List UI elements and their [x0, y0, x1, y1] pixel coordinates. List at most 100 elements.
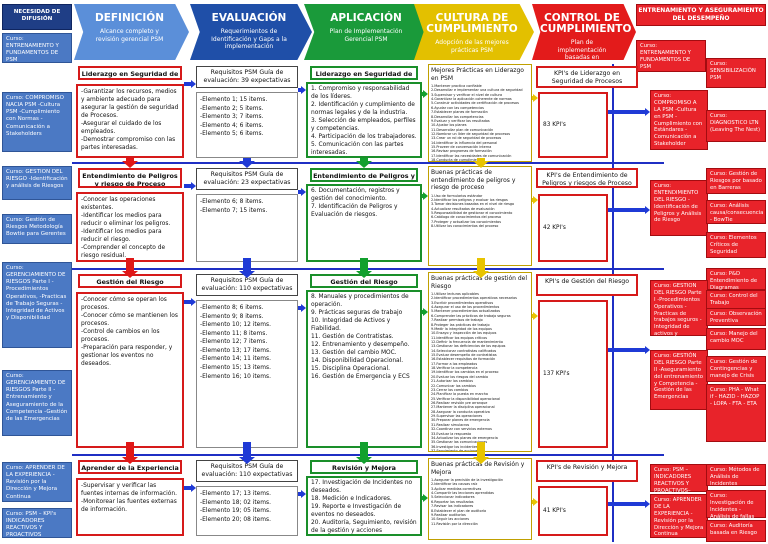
evaluation-item: -Elemento 10; 12 items. — [200, 322, 271, 329]
culture-item: 1.Asegurar la precisión de la investigac… — [431, 478, 504, 482]
left-header: NECESIDAD DE DIFUSIÓN — [2, 4, 72, 30]
control-title: KPI's de Gestión del Riesgo — [536, 274, 638, 296]
left-course-card: Curso: GERENCIAMIENTO DE RIESGOS Parte I… — [2, 262, 72, 348]
phase-title: CULTURA DE CUMPLIMIENTO — [426, 12, 518, 36]
culture-item: 21.Autorizar los cambios — [431, 379, 473, 384]
phase-subtitle: Plan de implementación basadas en Inspec… — [557, 39, 607, 62]
culture-item: 3.Tomar decisiones basadas en el nivel d… — [431, 202, 515, 207]
evaluation-item: -Elemento 4; 6 items. — [200, 122, 264, 129]
application-item: 19. Reporte e Investigación de eventos n… — [311, 503, 402, 518]
culture-item: 1.Utilizar lecturas aplicables — [431, 292, 479, 296]
right-course-card: Curso: Investigación de Incidentes - Aná… — [706, 490, 766, 527]
culture-item: 11.Revisión por la dirección — [431, 521, 478, 526]
culture-item: 20.Evaluar los riesgos del cambio — [431, 374, 489, 379]
culture-item: 14.Seleccionar contratistas calificados — [431, 348, 497, 353]
culture-item: 18.Verificar la competencia — [431, 366, 478, 371]
application-item: 12. Entrenamiento y desempeño. — [311, 341, 410, 348]
definition-item: -Conocer cómo se mantienen los procesos. — [81, 312, 178, 327]
phase-title: EVALUACIÓN — [211, 12, 287, 24]
left-course-card: Curso: COMPROMISO NACIA PSM -Cultura PSM… — [2, 92, 72, 152]
culture-list: 1.Asegurar la precisión de la investigac… — [431, 478, 529, 526]
row-separator-line — [72, 162, 664, 164]
culture-item: 1.Mantener practica confiable — [431, 84, 482, 88]
culture-item: 36.Investigar los incidentes — [431, 444, 478, 449]
definition-item: -Asegurar el cuidado de los empleados. — [81, 120, 162, 135]
application-item: 3. Selección de empleados, perfiles y co… — [311, 117, 416, 132]
evaluation-item: -Elemento 17; 13 items. — [200, 491, 271, 497]
culture-item: 5.Seleccionar indicadores — [431, 495, 475, 500]
application-item: 16. Gestión de Emergencia y ECS — [311, 373, 410, 380]
left-course-card: Curso: Gestión de Riesgos Metodología Bo… — [2, 214, 72, 244]
flow-arrow-right — [608, 500, 650, 508]
application-item: 20. Auditoría, Seguimiento, revisión de … — [311, 519, 417, 534]
left-course-card: Curso: GERENCIAMIENTO DE RIESGOS Parte I… — [2, 370, 72, 436]
right-course-card: Curso: Manejo del cambio MOC — [706, 328, 766, 350]
evaluation-item: -Elemento 9; 8 items. — [200, 313, 264, 320]
culture-item: 23.Cerrar los cambios — [431, 387, 469, 392]
culture-item: 2.Identificar procedimientos operativos … — [431, 296, 517, 301]
right-course-card: Curso: GESTIÓN DEL RIESGO Parte II -Aseg… — [650, 350, 708, 410]
application-item: 7. Identificación de Peligros y Evaluaci… — [311, 203, 398, 218]
application-item: 4. Participación de los trabajadores. — [311, 133, 417, 140]
application-item: 13. Gestión del cambio MOC. — [311, 349, 397, 356]
culture-item: 24.Planificar la puesta en marcha — [431, 392, 488, 397]
evaluation-item: -Elemento 19; 05 items. — [200, 508, 271, 515]
definition-item: -Garantizar los recursos, medios y ambie… — [81, 89, 179, 119]
flow-arrow-right — [298, 304, 306, 312]
culture-item: 8.Utilizar los conocimientos del proceso — [431, 224, 499, 229]
vertical-guide — [612, 64, 614, 542]
culture-item: 9.Realizar auditorías — [431, 512, 466, 517]
culture-item: 8.Establecer el plan de auditoría — [431, 508, 487, 513]
definition-body: -Garantizar los recursos, medios y ambie… — [76, 84, 184, 158]
application-item: 2. Identificación y cumplimiento de norm… — [311, 101, 415, 116]
culture-item: 22.Comunicar los cambios — [431, 383, 476, 388]
application-body: 1. Compromiso y responsabilidad de los l… — [306, 82, 422, 158]
evaluation-title: Requisitos PSM Guía de evaluación: 23 ex… — [196, 168, 298, 190]
evaluation-item: -Elemento 18; 02 items. — [200, 499, 271, 506]
application-title: Revisión y Mejora — [310, 460, 418, 474]
left-course-card: Curso: ENTRENAMIENTO Y FUNDAMENTOS DE PS… — [2, 33, 72, 63]
culture-item: 3.Aplicar medidas correctivas — [431, 486, 482, 491]
culture-item: 7.Proteger y actualizar los conocimiento… — [431, 219, 502, 224]
application-item: 17. Investigación de Incidentes no desea… — [311, 480, 413, 494]
right-course-card: Curso: Análisis causa/consecuencia - Bow… — [706, 200, 766, 224]
control-body: 41 KPI's — [538, 486, 608, 536]
evaluation-list: -Elemento 6; 8 items.-Elemento 7; 15 ite… — [200, 198, 294, 215]
culture-item: 18.Conducta de cumplimiento — [431, 158, 483, 162]
culture-item: 8.Proteger las prácticas de trabajo — [431, 322, 490, 327]
culture-item: 17.Identificar las necesidades de comuni… — [431, 153, 512, 158]
left-course-card: Curso: GESTION DEL RIESGO -Identificació… — [2, 166, 72, 200]
culture-item: 15.Proveer de conversación interna — [431, 145, 492, 150]
control-body: 137 KPI's — [538, 300, 608, 448]
evaluation-title: Requisitos PSM Guía de evaluación: 110 e… — [196, 460, 298, 482]
culture-item: 5.Mantener procedimientos actualizados — [431, 309, 501, 314]
control-title: KPI's de Liderazgo en Seguridad de Proce… — [536, 66, 638, 88]
right-course-card: Curso: P&D Entendimiento de Diagramas — [706, 268, 766, 291]
application-item: 5. Comunicación con las partes interesad… — [311, 141, 404, 156]
evaluation-item: -Elemento 1; 15 items. — [200, 97, 268, 103]
evaluation-item: -Elemento 2; 5 items. — [200, 105, 264, 112]
application-title: Gestión del Riesgo — [310, 274, 418, 288]
right-course-card: Curso: PHA - What if - HAZID - HAZOP - L… — [706, 384, 766, 442]
application-item: 14. Disponibilidad Operacional. — [311, 357, 404, 364]
application-item: 10. Integridad de Activos y Fiabilidad. — [311, 317, 391, 332]
culture-item: 32.Coordinar con servicios externos — [431, 427, 492, 432]
evaluation-item: -Elemento 20; 08 items. — [200, 516, 271, 523]
right-course-card: Curso: APRENDER DE LA EXPERIENCIA -Revis… — [650, 494, 708, 538]
flow-arrow-right — [184, 484, 196, 492]
culture-item: 13.Crear un rol de seguridad de procesos — [431, 136, 502, 141]
culture-item: 6.Comprender las prácticas de trabajo se… — [431, 313, 511, 318]
definition-body: -Conocer las operaciones existentes.-Ide… — [76, 192, 184, 262]
culture-item: 2.Desarrollar e implementar una cultura … — [431, 88, 523, 93]
evaluation-body: -Elemento 8; 6 items.-Elemento 9; 8 item… — [196, 300, 298, 448]
phase-subtitle: Alcance completo y revisión gerencial PS… — [95, 28, 164, 43]
culture-item: 11.Desarrollar plan de comunicación — [431, 127, 494, 132]
left-course-card: Curso: APRENDER DE LA EXPERIENCIA -Revis… — [2, 462, 72, 502]
row-separator-line — [72, 268, 664, 270]
evaluation-item: -Elemento 13; 17 items. — [200, 347, 271, 354]
control-body: 83 KPI's — [538, 92, 608, 158]
